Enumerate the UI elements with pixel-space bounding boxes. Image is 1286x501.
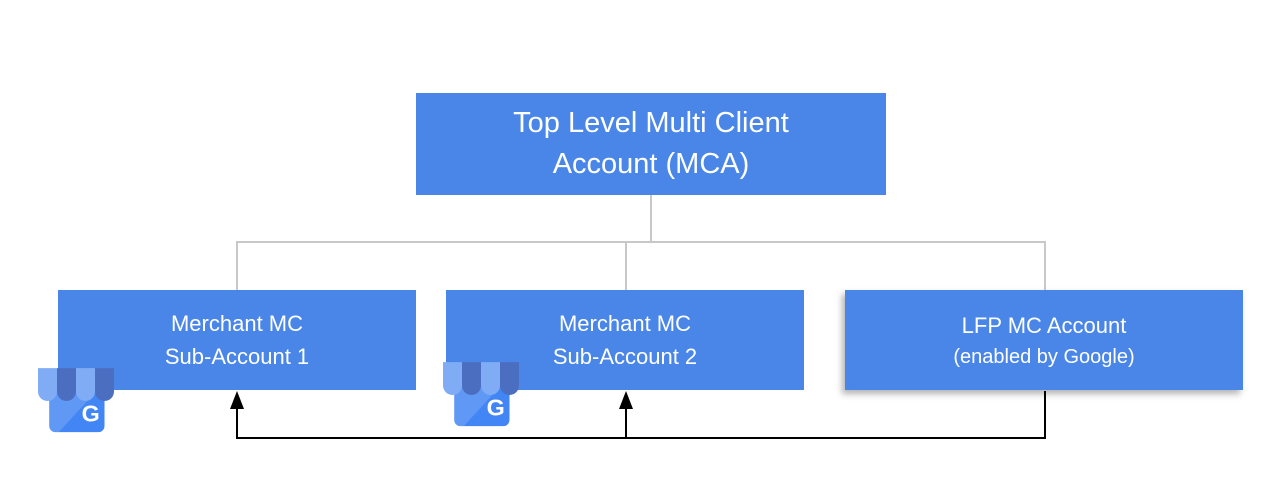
node-label-line1: LFP MC Account (961, 312, 1127, 338)
google-my-business-icon: G (443, 362, 519, 427)
arrow-up-segment-merchant-2 (625, 407, 627, 438)
node-label-line1: Merchant MC (170, 311, 304, 336)
arrow-up-segment-merchant-1 (236, 407, 238, 438)
node-label-line2: (enabled by Google) (953, 345, 1135, 368)
node-merchant-sub-account-1[interactable]: Merchant MC Sub-Account 1 (58, 290, 416, 390)
node-label-line2: Sub-Account 1 (164, 344, 310, 369)
connector-drop-merchant-1 (236, 241, 238, 290)
icon-letter-g: G (82, 401, 100, 427)
node-label-line2: Account (MCA) (552, 148, 750, 180)
node-label-line2: Sub-Account 2 (552, 344, 698, 369)
icon-letter-g: G (487, 395, 505, 421)
arrow-horizontal-segment (236, 437, 1046, 439)
node-label-line1: Top Level Multi Client (513, 106, 789, 139)
arrow-lfp-down-segment (1044, 391, 1046, 438)
node-top-level-mca[interactable]: Top Level Multi Client Account (MCA) (416, 93, 886, 195)
connector-drop-merchant-2 (625, 241, 627, 290)
arrowhead-merchant-2 (619, 391, 633, 409)
connector-drop-lfp (1044, 241, 1046, 290)
connector-horizontal-rail (236, 241, 1046, 243)
arrowhead-merchant-1 (230, 391, 244, 409)
node-lfp-mc-account[interactable]: LFP MC Account (enabled by Google) (845, 290, 1243, 390)
connector-root-drop (650, 195, 652, 242)
google-my-business-icon: G (38, 368, 114, 433)
node-label-line1: Merchant MC (558, 311, 692, 336)
